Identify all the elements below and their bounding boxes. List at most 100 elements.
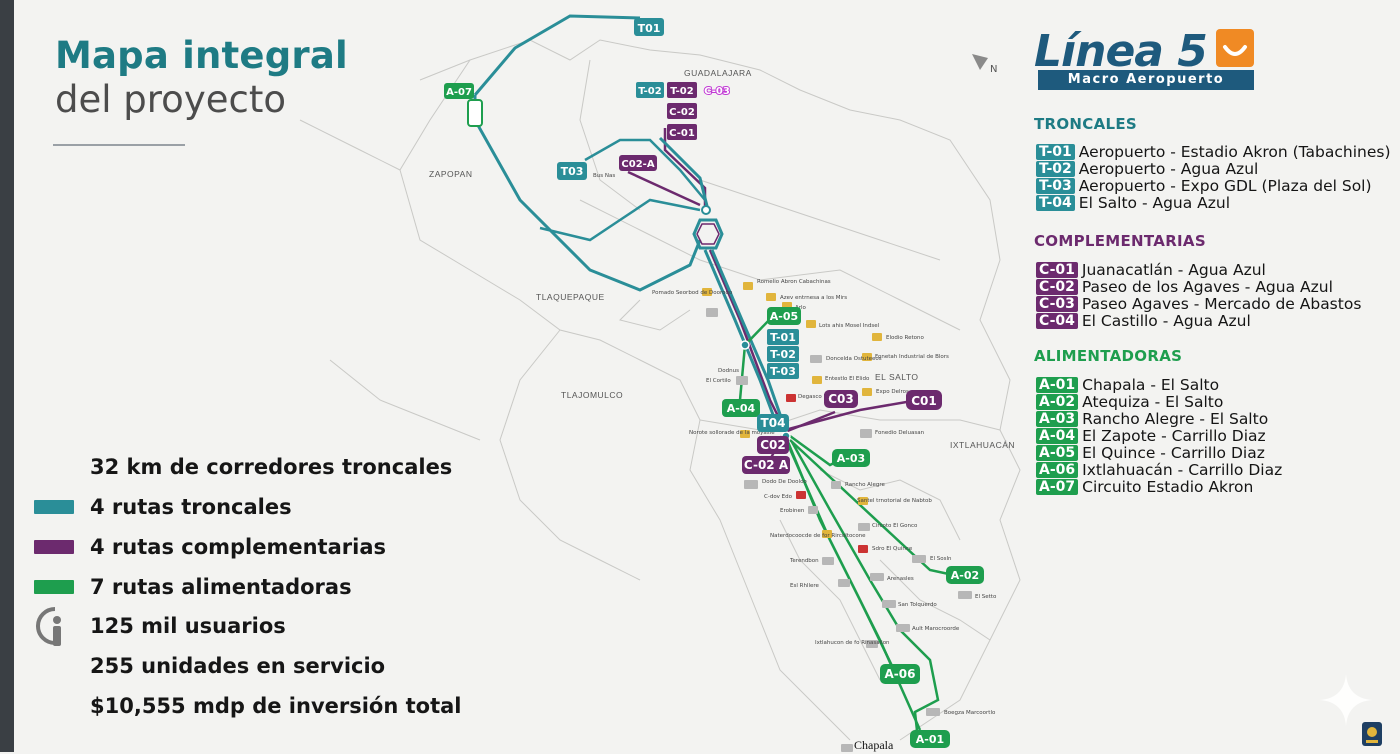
legend-code: T-03 xyxy=(1036,177,1075,194)
legend-item-t02[interactable]: T-02 Aeropuerto - Agua Azul xyxy=(1036,160,1258,178)
label-tlajomulco: TLAJOMULCO xyxy=(561,390,623,400)
stop-label: Ixtlahucon de fo Rinasalion xyxy=(815,640,890,646)
badge-c01-right: C01 xyxy=(911,394,937,408)
stat-text: 4 rutas complementarias xyxy=(90,535,386,559)
crest-icon xyxy=(1356,718,1388,750)
legend-item-a05[interactable]: A-05 El Quince - Carrillo Diaz xyxy=(1036,443,1265,462)
label-ixtlahuacan: IXTLAHUACÁN xyxy=(950,440,1015,450)
stop-label: Elodio Retono xyxy=(886,335,924,341)
stop-label: Degasco Mcla xyxy=(798,394,836,400)
legend-code: A-04 xyxy=(1036,427,1079,444)
stop-label: Rancho Alegre xyxy=(845,482,885,488)
legend-name: Circuito Estadio Akron xyxy=(1082,477,1254,496)
legend-code: T-01 xyxy=(1036,143,1075,160)
legend-name: Aeropuerto - Expo GDL (Plaza del Sol) xyxy=(1078,176,1372,195)
legend-code: A-06 xyxy=(1036,461,1079,478)
alimentadora-swatch xyxy=(34,580,74,594)
stat-text: 32 km de corredores troncales xyxy=(90,455,453,479)
legend-name: El Zapote - Carrillo Diaz xyxy=(1082,426,1266,445)
legend-item-c04[interactable]: C-04 El Castillo - Agua Azul xyxy=(1036,311,1251,330)
badge-t01-stack: T-01 xyxy=(770,331,796,344)
stop-label: Naterdocoocde de for Rircoltocone xyxy=(770,533,866,539)
route-badges[interactable]: T01 T-02 T-02 C-03 C-02 C-01 T03 C02-A A… xyxy=(444,18,984,748)
stop-label: Bus Nas xyxy=(593,173,615,179)
legend-item-c01[interactable]: C-01 Juanacatlán - Agua Azul xyxy=(1036,261,1266,279)
legend-item-a03[interactable]: A-03 Rancho Alegre - El Salto xyxy=(1036,409,1269,428)
stop-label: Azev entrnesa a los Mirs xyxy=(780,295,847,301)
stop-label: Erobinen xyxy=(780,508,805,514)
legend-item-t04[interactable]: T-04 El Salto - Agua Azul xyxy=(1036,193,1231,212)
legend-name: El Castillo - Agua Azul xyxy=(1081,311,1251,330)
label-el-salto: EL SALTO xyxy=(875,372,919,382)
sparkle-icon xyxy=(1318,672,1374,728)
user-icon xyxy=(36,606,74,652)
stop-label: Entestlo El Elido xyxy=(825,376,870,382)
legend-name: Rancho Alegre - El Salto xyxy=(1082,409,1269,428)
legend-name: El Salto - Agua Azul xyxy=(1078,193,1231,212)
stop-label: Circoto El Gonco xyxy=(872,523,918,529)
legend-name: Paseo Agaves - Mercado de Abastos xyxy=(1081,294,1362,313)
stop-label: El Sosln xyxy=(930,556,952,562)
badge-c01: C-01 xyxy=(669,128,695,139)
badge-t02-purple: T-02 xyxy=(670,86,693,97)
stop-label: El Cortilo xyxy=(706,378,731,384)
badge-a03: A-03 xyxy=(837,452,865,465)
legend-item-c03[interactable]: C-03 Paseo Agaves - Mercado de Abastos xyxy=(1036,294,1362,313)
stop-label: Terendbon xyxy=(789,558,819,564)
logo-smile-icon xyxy=(1216,29,1254,67)
badge-t01: T01 xyxy=(638,22,661,35)
legend-code: A-03 xyxy=(1036,410,1079,427)
legend-item-t01[interactable]: T-01 Aeropuerto - Estadio Akron (Tabachi… xyxy=(1036,142,1391,161)
legend-item-c02[interactable]: C-02 Paseo de los Agaves - Agua Azul xyxy=(1036,278,1333,296)
legend-code: A-01 xyxy=(1036,376,1079,393)
stop-label: Dodo De Dooloo xyxy=(762,479,807,485)
stat-km: 32 km de corredores troncales xyxy=(34,450,452,484)
badge-a06: A-06 xyxy=(885,667,916,681)
legend-item-a06[interactable]: A-06 Ixtlahuacán - Carrillo Diaz xyxy=(1036,460,1283,479)
legend-name: Aeropuerto - Estadio Akron (Tabachines) xyxy=(1078,142,1391,161)
badge-a01: A-01 xyxy=(916,733,944,746)
stat-text: 4 rutas troncales xyxy=(90,495,292,519)
north-label: N xyxy=(990,64,997,75)
municipal-boundaries xyxy=(299,39,1021,741)
badge-a02: A-02 xyxy=(951,569,979,582)
badge-t04: T04 xyxy=(761,416,786,430)
badge-c02-mid: C02 xyxy=(760,438,786,452)
legend-item-a01[interactable]: A-01 Chapala - El Salto xyxy=(1036,375,1220,394)
legend-code: A-05 xyxy=(1036,444,1079,461)
legend-item-a02[interactable]: A-02 Atequiza - El Salto xyxy=(1036,392,1224,411)
legend-name: Ixtlahuacán - Carrillo Diaz xyxy=(1082,460,1283,479)
badge-c02a-mid: C-02 A xyxy=(744,458,789,472)
stop-label: Lots ahis Mosel Indsel xyxy=(819,323,880,329)
stop-label: Expo Delros xyxy=(876,389,909,395)
troncales-lines xyxy=(658,136,784,421)
badge-t02-stack: T-02 xyxy=(770,348,796,361)
legend-item-t03[interactable]: T-03 Aeropuerto - Expo GDL (Plaza del So… xyxy=(1036,176,1372,195)
left-edge-bar xyxy=(0,0,14,752)
badge-c02a: C02-A xyxy=(621,159,654,170)
legend-complementarias-title: COMPLEMENTARIAS xyxy=(1034,232,1206,250)
label-tlaquepaque: TLAQUEPAQUE xyxy=(536,292,605,302)
legend-name: Atequiza - El Salto xyxy=(1082,392,1224,411)
stat-inversion: $10,555 mdp de inversión total xyxy=(34,689,462,723)
complementaria-swatch xyxy=(34,540,74,554)
stop-label: C-dov Edo xyxy=(764,494,793,500)
stat-text: 255 unidades en servicio xyxy=(90,654,386,678)
legend-code: A-02 xyxy=(1036,393,1079,410)
logo-subtitle: Macro Aeropuerto xyxy=(1038,70,1254,90)
page-subtitle: del proyecto xyxy=(55,78,286,121)
legend-code: C-02 xyxy=(1036,278,1078,295)
legend-alimentadoras-title: ALIMENTADORAS xyxy=(1034,347,1183,365)
stop-label: Doncelda Ostuteeos xyxy=(826,356,882,362)
legend-name: El Quince - Carrillo Diaz xyxy=(1082,443,1265,462)
legend-name: Chapala - El Salto xyxy=(1082,375,1220,394)
badge-a07: A-07 xyxy=(446,87,472,98)
legend-item-a07[interactable]: A-07 Circuito Estadio Akron xyxy=(1036,477,1254,496)
place-labels: GUADALAJARA ZAPOPAN TLAQUEPAQUE TLAJOMUL… xyxy=(429,68,1015,752)
page-title: Mapa integral xyxy=(55,34,348,77)
badge-t03: T03 xyxy=(561,165,584,178)
stop-markers[interactable] xyxy=(702,282,972,752)
legend-item-a04[interactable]: A-04 El Zapote - Carrillo Diaz xyxy=(1036,426,1266,445)
stat-swatch xyxy=(34,460,74,474)
